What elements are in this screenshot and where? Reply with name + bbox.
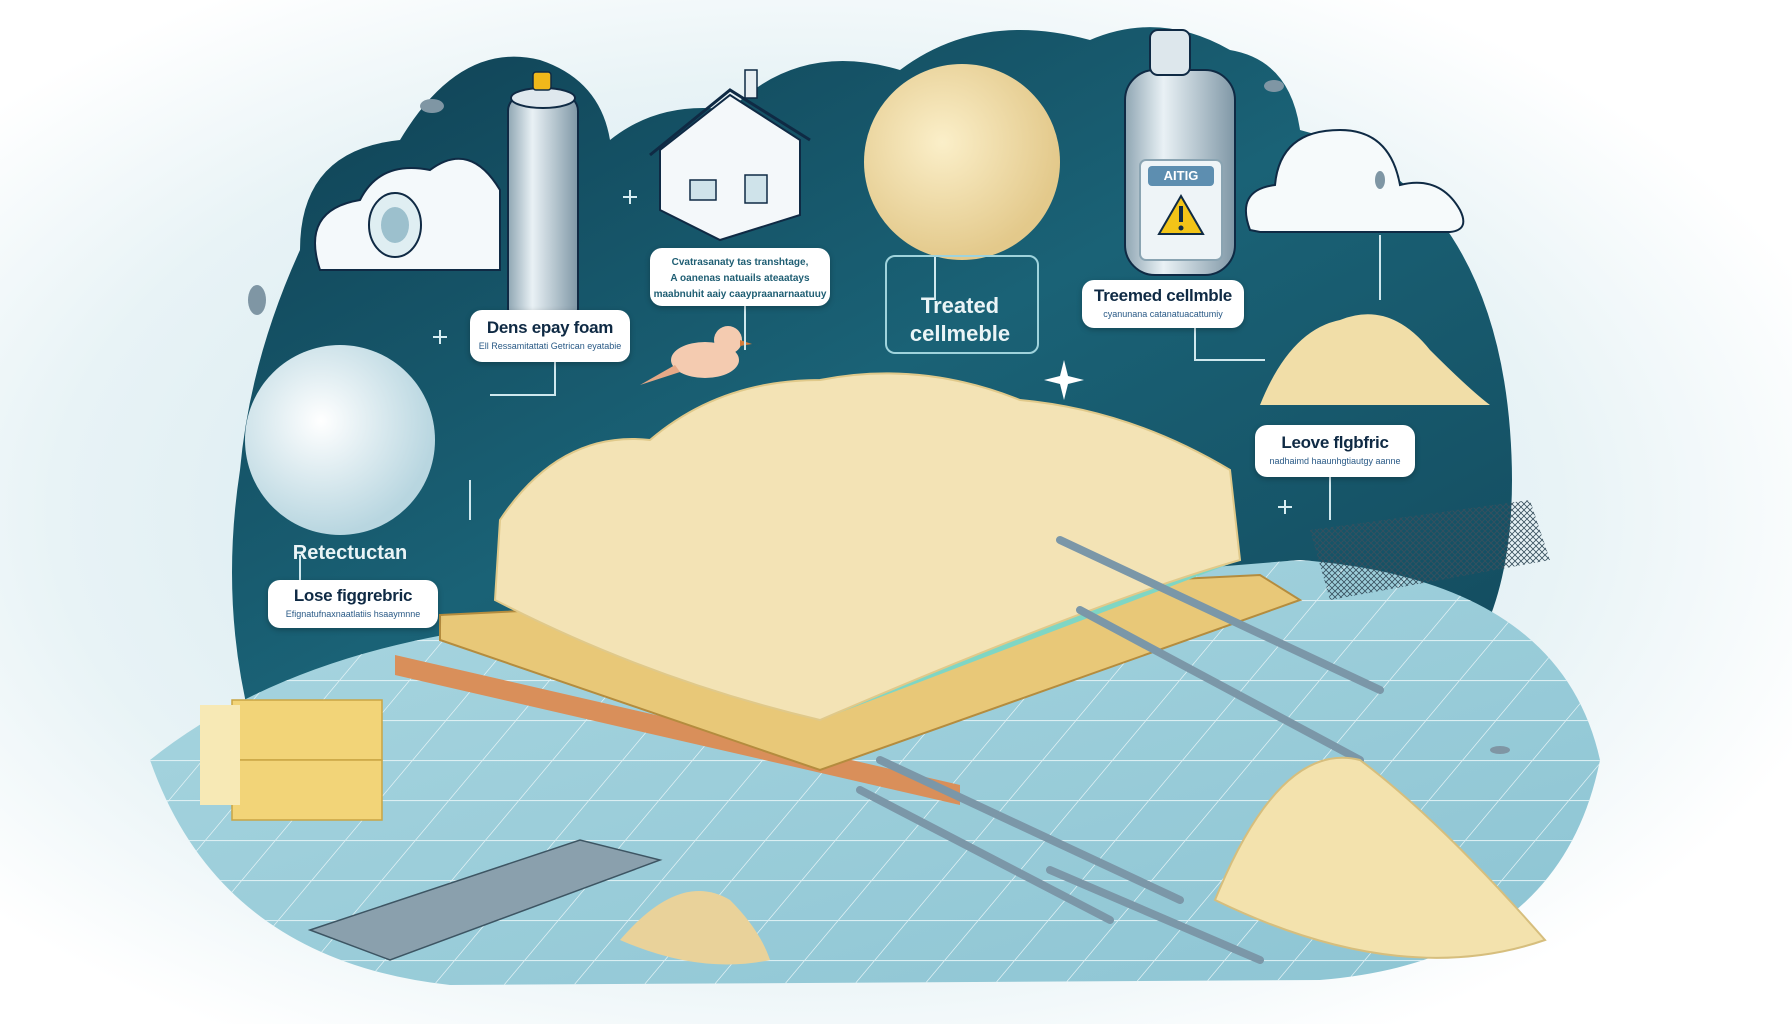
cloud-icon: [1245, 128, 1465, 233]
spray-can-icon: [507, 71, 579, 326]
label-treated-cellulose: Treemed cellmble cyanunana catanatuacatt…: [1082, 280, 1244, 328]
wire-mesh: [1310, 500, 1550, 600]
label-loose-fill-right: Leove flgbfric nadhaimd haaunhgtiautgy a…: [1255, 425, 1415, 477]
batt-stack: [200, 699, 383, 821]
plus-icon: [433, 190, 1292, 514]
attic-floor-structure: [395, 372, 1384, 964]
warning-spray-can-icon: [1124, 29, 1236, 276]
spray-can-tag: AITIG: [1163, 168, 1199, 183]
label-left-heading: Retectuctan: [292, 542, 408, 564]
label-title: Treemed cellmble: [1094, 286, 1232, 305]
loose-fill-cone: [1213, 756, 1547, 959]
bird-icon: [640, 326, 752, 385]
house-icon: [649, 69, 811, 242]
label-subtitle: Efignatufnaxnaatlatiis hsaaymnne: [285, 609, 421, 619]
mineral-wool-slab: [307, 839, 663, 961]
insect-icon: [248, 80, 1510, 754]
sparkle-icon: [1044, 360, 1084, 400]
label-subtitle: cyanunana catanatuacattumiy: [1103, 309, 1223, 319]
plain-line-2: cellmeble: [909, 321, 1011, 346]
label-title: Lose figgrebric: [293, 586, 413, 605]
treated-cellulose-outline: [885, 255, 1039, 354]
label-center-callout: Cvatrasanaty tas transhtage, A oanenas n…: [650, 248, 830, 306]
fiberglass-pile-right: [1260, 314, 1490, 405]
plain-line-1: Treated: [920, 293, 1000, 318]
label-dense-spray-foam: Dens epay foam Ell Ressamitattati Getric…: [470, 310, 630, 362]
granular-pile: [620, 891, 770, 965]
label-title: Leove flgbfric: [1281, 433, 1389, 452]
callout-line-2: A oanenas natuails ateaatays: [670, 273, 810, 284]
callout-line-3: maabnuhit aaiy caaypraanarnaatuuy: [653, 289, 827, 300]
label-treated-cellulose-plain: Treated cellmeble: [895, 292, 1025, 348]
label-subtitle: Ell Ressamitattati Getrican eyatabie: [478, 341, 622, 351]
spray-foam-ball: [245, 345, 435, 535]
cellulose-ball: [864, 64, 1060, 260]
callout-line-1: Cvatrasanaty tas transhtage,: [671, 257, 809, 268]
label-title: Dens epay foam: [486, 318, 614, 337]
label-loose-fill-left: Lose figgrebric Efignatufnaxnaatlatiis h…: [268, 580, 438, 628]
cloud-roll-icon: [314, 157, 501, 271]
label-subtitle: nadhaimd haaunhgtiautgy aanne: [1269, 456, 1401, 466]
